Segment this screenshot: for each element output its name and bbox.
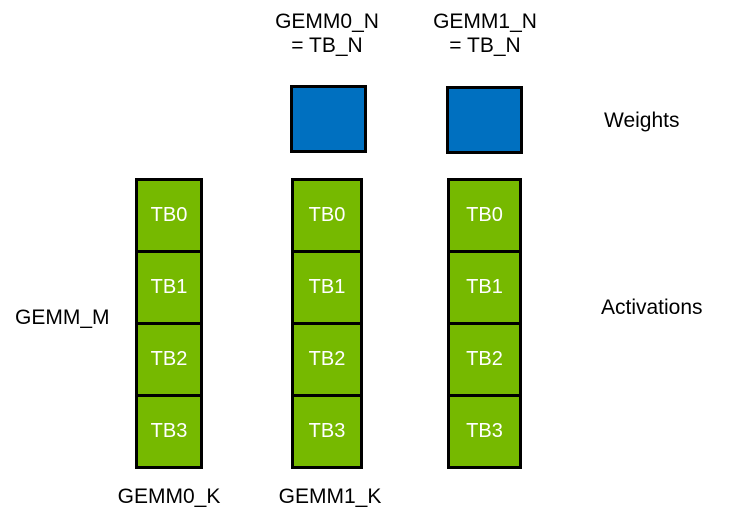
tb-cell: TB1 <box>294 250 360 322</box>
activation-column-2: TB0 TB1 TB2 TB3 <box>447 178 522 469</box>
label-gemm-m: GEMM_M <box>15 306 110 329</box>
activation-column-1: TB0 TB1 TB2 TB3 <box>291 178 363 469</box>
tb-cell: TB0 <box>450 181 519 250</box>
tb-cell: TB1 <box>450 250 519 322</box>
weights-box-gemm0 <box>290 85 367 153</box>
activation-column-0: TB0 TB1 TB2 TB3 <box>135 178 203 469</box>
tb-cell: TB2 <box>294 322 360 394</box>
label-gemm1-n: GEMM1_N = TB_N <box>410 10 560 58</box>
tb-cell: TB2 <box>138 322 200 394</box>
label-gemm0-n-line1: GEMM0_N <box>275 10 379 33</box>
label-weights: Weights <box>604 109 680 132</box>
tb-cell: TB3 <box>450 394 519 466</box>
weights-box-gemm1 <box>446 86 523 154</box>
tb-cell: TB2 <box>450 322 519 394</box>
tb-cell: TB0 <box>138 181 200 250</box>
tb-cell: TB1 <box>138 250 200 322</box>
label-gemm0-n-line2: = TB_N <box>291 34 363 57</box>
tb-cell: TB3 <box>294 394 360 466</box>
tb-cell: TB0 <box>294 181 360 250</box>
tb-cell: TB3 <box>138 394 200 466</box>
label-gemm1-k: GEMM1_K <box>278 485 382 508</box>
label-gemm1-n-line2: = TB_N <box>449 34 521 57</box>
label-activations: Activations <box>601 296 703 319</box>
label-gemm0-k: GEMM0_K <box>117 485 221 508</box>
label-gemm0-n: GEMM0_N = TB_N <box>252 10 402 58</box>
label-gemm1-n-line1: GEMM1_N <box>433 10 537 33</box>
